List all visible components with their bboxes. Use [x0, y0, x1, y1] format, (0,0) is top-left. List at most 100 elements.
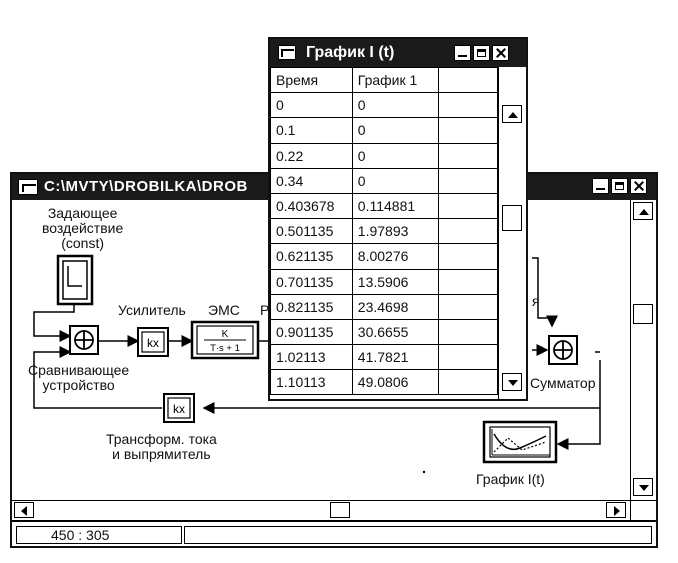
cell-time[interactable]: 1.02113 — [270, 344, 353, 371]
amplifier-label: Усилитель — [118, 302, 186, 318]
cell-graph1[interactable]: 1.97893 — [351, 218, 439, 245]
cell-time[interactable]: 0.403678 — [270, 192, 353, 220]
close-button[interactable] — [492, 45, 509, 61]
cell-graph1[interactable]: 0 — [351, 92, 439, 119]
scroll-up-button[interactable] — [633, 202, 653, 220]
diagram-horizontal-scrollbar[interactable] — [12, 500, 630, 520]
scroll-down-button[interactable] — [633, 478, 653, 496]
empty-column-header — [437, 67, 498, 94]
column-header-time[interactable]: Время — [270, 67, 353, 94]
diagram-canvas[interactable]: kx K T·s + 1 kx — [12, 200, 630, 500]
wire-feedback-comparator — [33, 346, 162, 409]
transformer-block: kx — [163, 393, 195, 423]
cell-graph1[interactable]: 8.00276 — [351, 243, 439, 270]
cell-time[interactable]: 0 — [270, 92, 353, 119]
graph-label: График I(t) — [476, 471, 545, 487]
scroll-down-button[interactable] — [502, 373, 522, 391]
summator-label: Сумматор — [530, 375, 596, 391]
table-scroll-thumb[interactable] — [502, 205, 522, 231]
cell-empty — [437, 344, 498, 371]
cell-graph1[interactable]: 0 — [351, 117, 439, 144]
cell-time[interactable]: 0.701135 — [270, 268, 353, 295]
arrow-down-icon — [639, 485, 649, 491]
cursor-coordinates: 450 : 305 — [16, 526, 182, 544]
ems-block: K T·s + 1 — [190, 320, 260, 360]
graph-block — [482, 420, 558, 464]
minimize-button[interactable] — [592, 178, 609, 194]
column-header-graph1[interactable]: График 1 — [351, 67, 439, 94]
app-icon[interactable] — [278, 45, 296, 60]
cell-time[interactable]: 1.10113 — [270, 369, 353, 396]
cell-empty — [437, 142, 498, 169]
summator-partial-label: я — [532, 293, 540, 309]
amplifier-block: kx — [137, 327, 169, 357]
cell-time[interactable]: 0.1 — [270, 117, 353, 144]
cell-time[interactable]: 0.501135 — [270, 218, 353, 245]
cell-time[interactable]: 0.901135 — [270, 318, 353, 346]
wire-summator-in-top — [532, 257, 558, 328]
table-title-bar[interactable]: График I (t) — [270, 39, 526, 67]
cell-empty — [437, 92, 498, 119]
maximize-button[interactable] — [611, 178, 628, 194]
cell-empty — [437, 318, 498, 346]
cell-time[interactable]: 0.34 — [270, 167, 353, 194]
cell-empty — [437, 268, 498, 295]
arrow-left-icon — [21, 506, 27, 516]
close-button[interactable] — [630, 178, 647, 194]
vertical-scroll-thumb[interactable] — [633, 304, 653, 324]
arrow-up-icon — [508, 112, 518, 118]
cell-graph1[interactable]: 0.114881 — [351, 192, 439, 220]
svg-text:T·s + 1: T·s + 1 — [210, 343, 240, 354]
arrow-right-icon — [614, 506, 620, 516]
scroll-right-button[interactable] — [606, 502, 626, 518]
ems-partial-label: Р — [260, 302, 270, 318]
table-window-title: График I (t) — [306, 44, 395, 61]
block-diagram: kx K T·s + 1 kx — [33, 254, 601, 474]
maximize-button[interactable] — [473, 45, 490, 61]
scroll-up-button[interactable] — [502, 105, 522, 123]
cell-graph1[interactable]: 0 — [351, 167, 439, 194]
cell-graph1[interactable]: 41.7821 — [351, 344, 439, 371]
minimize-button[interactable] — [454, 45, 471, 61]
cell-graph1[interactable]: 30.6655 — [351, 318, 439, 346]
cell-time[interactable]: 0.821135 — [270, 293, 353, 320]
app-icon[interactable] — [18, 179, 38, 195]
cell-empty — [437, 117, 498, 144]
ems-label: ЭМС — [208, 302, 240, 318]
setpoint-label: Задающее воздействие (const) — [42, 205, 124, 251]
diagram-vertical-scrollbar[interactable] — [630, 200, 656, 500]
table-vertical-scrollbar[interactable] — [498, 67, 526, 399]
cell-graph1[interactable]: 0 — [351, 142, 439, 169]
horizontal-scroll-thumb[interactable] — [330, 502, 350, 518]
cell-empty — [437, 218, 498, 245]
cell-empty — [437, 369, 498, 396]
cell-time[interactable]: 0.22 — [270, 142, 353, 169]
wire-graph-input — [556, 408, 601, 450]
comparator-label: Сравнивающее устройство — [28, 362, 130, 393]
cell-time[interactable]: 0.621135 — [270, 243, 353, 270]
scroll-left-button[interactable] — [14, 502, 34, 518]
table-header-row: Время График 1 — [270, 67, 498, 94]
cell-graph1[interactable]: 23.4698 — [351, 293, 439, 320]
cell-graph1[interactable]: 49.0806 — [351, 369, 439, 396]
cell-empty — [437, 192, 498, 220]
svg-text:K: K — [222, 329, 229, 340]
svg-text:kx: kx — [147, 336, 159, 350]
cell-empty — [437, 243, 498, 270]
cell-graph1[interactable]: 13.5906 — [351, 268, 439, 295]
